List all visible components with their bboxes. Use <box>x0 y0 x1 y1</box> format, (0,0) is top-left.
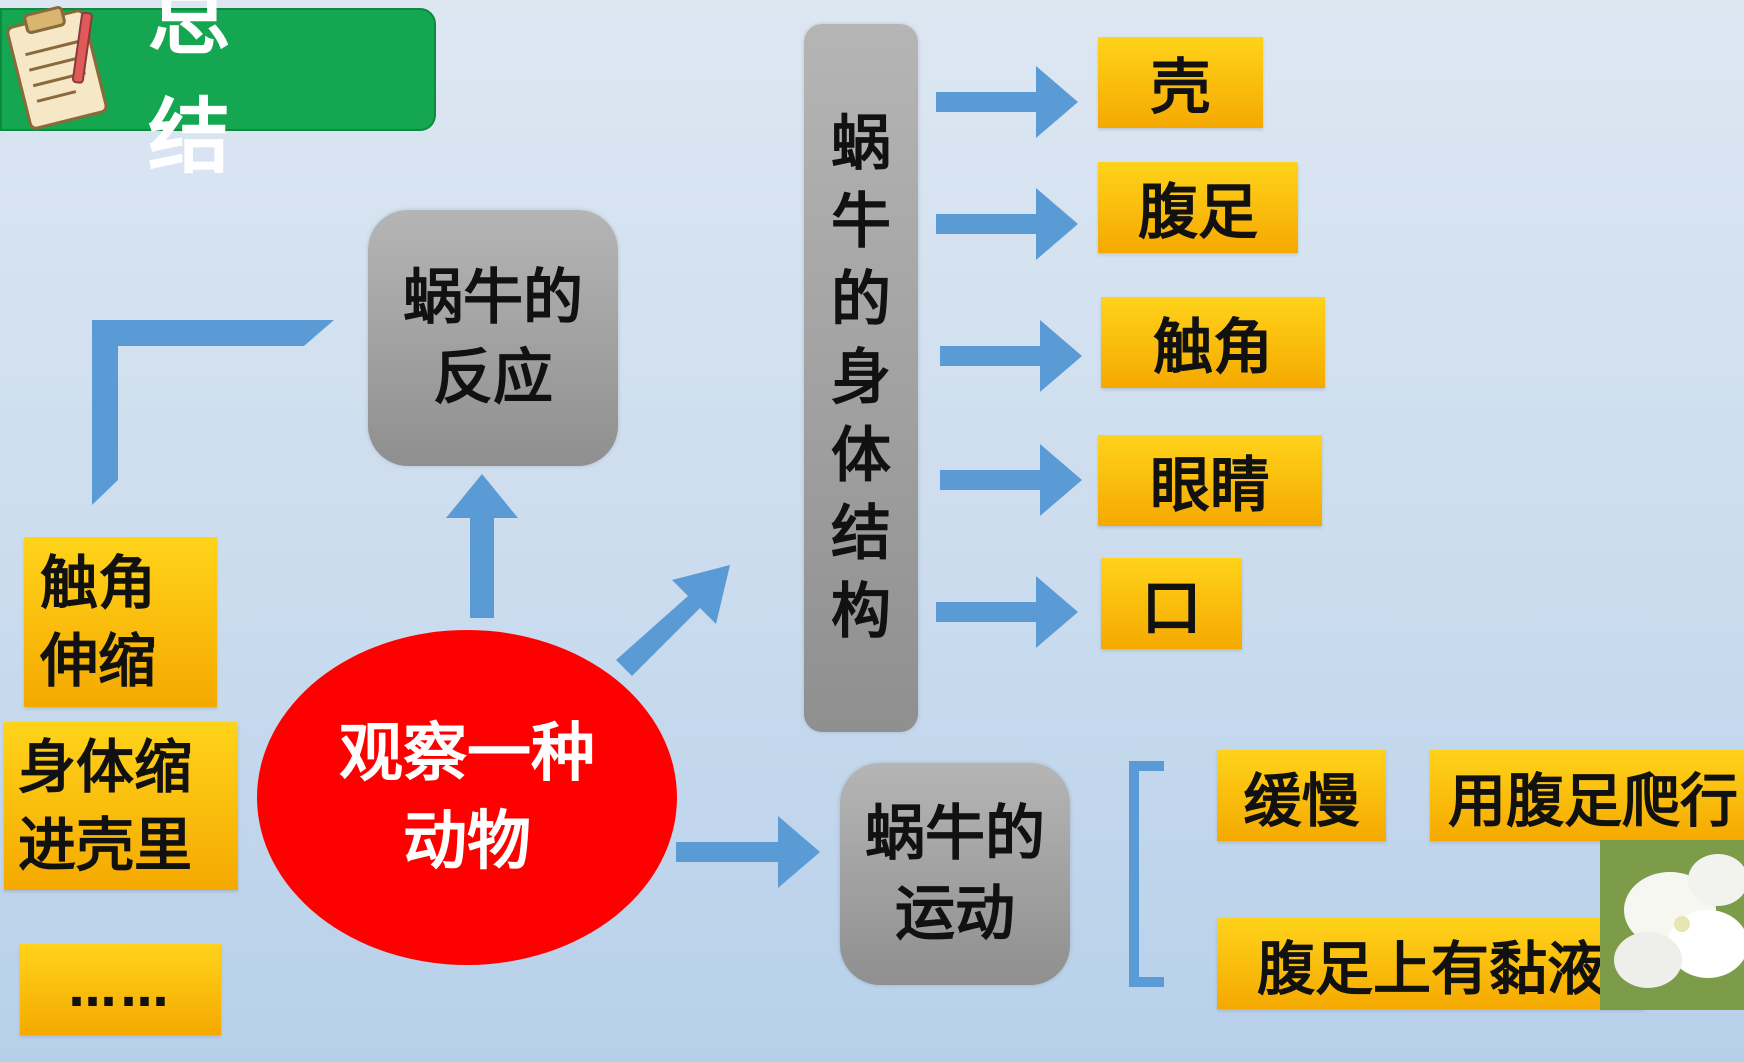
movement-item-3: 腹足上有黏液 <box>1217 918 1645 1009</box>
structure-node: 蜗牛的身体结构 <box>804 24 918 732</box>
movement-item-1: 缓慢 <box>1217 750 1386 841</box>
part-item-1-label: 壳 <box>1150 53 1211 123</box>
part-item-4-label: 眼睛 <box>1150 451 1270 521</box>
connector-l-reaction <box>92 320 334 505</box>
reaction-node: 蜗牛的反应 <box>368 210 618 466</box>
part-item-5: 口 <box>1101 558 1242 649</box>
movement-node: 蜗牛的运动 <box>840 763 1070 985</box>
movement-label: 蜗牛的运动 <box>865 799 1045 949</box>
arrow-up-to-reaction <box>446 474 518 618</box>
arrow-right-to-movement <box>676 816 820 888</box>
arrow-to-part-4 <box>940 444 1082 516</box>
part-item-3-label: 触角 <box>1153 313 1273 383</box>
reaction-item-2-label: 身体缩进壳里 <box>18 733 193 879</box>
part-item-2-label: 腹足 <box>1138 178 1258 248</box>
arrow-to-part-1 <box>936 66 1078 138</box>
movement-item-1-label: 缓慢 <box>1243 766 1360 835</box>
center-node: 观察一种动物 <box>257 630 677 965</box>
arrow-to-part-2 <box>936 188 1078 260</box>
reaction-label: 蜗牛的反应 <box>403 263 583 413</box>
arrow-to-part-3 <box>940 320 1082 392</box>
part-item-2: 腹足 <box>1098 162 1298 253</box>
movement-item-3-label: 腹足上有黏液 <box>1256 934 1605 1003</box>
part-item-3: 触角 <box>1101 297 1325 388</box>
arrow-to-part-5 <box>936 576 1078 648</box>
clipboard-icon <box>6 6 108 130</box>
title-text: 总结 <box>148 0 305 185</box>
part-item-4: 眼睛 <box>1098 435 1322 526</box>
structure-label: 蜗牛的身体结构 <box>831 109 891 647</box>
movement-bracket <box>1129 761 1164 987</box>
arrow-diagonal-to-structure <box>616 565 730 676</box>
movement-item-2: 用腹足爬行 <box>1430 750 1744 841</box>
reaction-item-1: 触角伸缩 <box>24 537 217 707</box>
flower-image <box>1600 840 1744 1010</box>
reaction-item-1-label: 触角伸缩 <box>40 549 157 695</box>
center-label: 观察一种动物 <box>339 716 595 879</box>
reaction-item-2: 身体缩进壳里 <box>4 722 238 890</box>
part-item-5-label: 口 <box>1141 574 1202 644</box>
reaction-item-3-label: …… <box>68 961 173 1018</box>
reaction-item-3: …… <box>20 944 221 1035</box>
part-item-1: 壳 <box>1098 37 1263 128</box>
movement-item-2-label: 用腹足爬行 <box>1448 766 1739 835</box>
